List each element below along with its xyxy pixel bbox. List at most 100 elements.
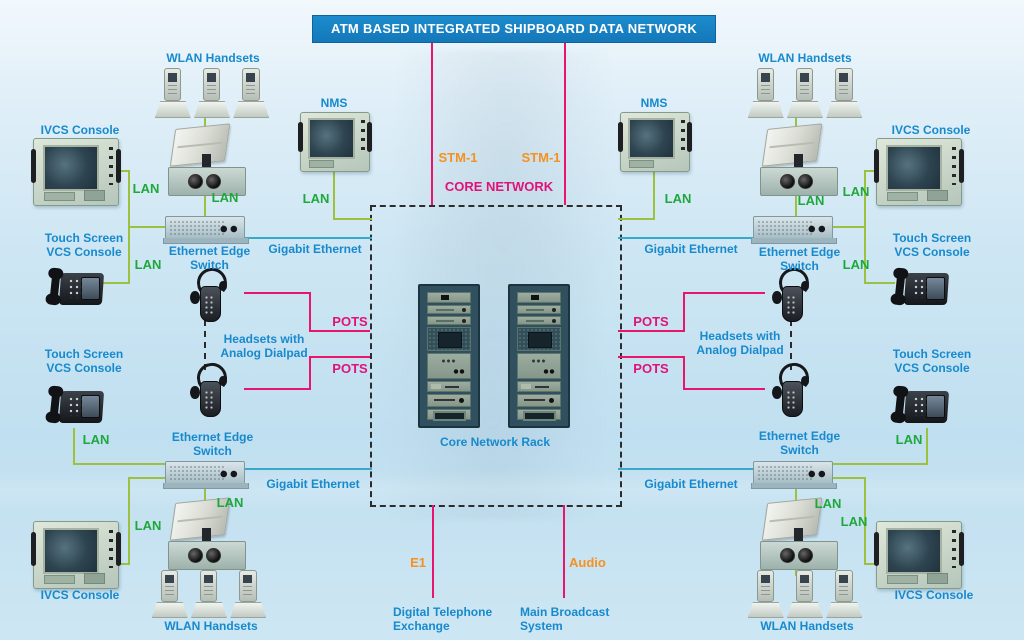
ethernet-edge-switch-label: Ethernet Edge Switch [168,244,251,273]
core-rack-icon [508,284,570,428]
lan-line [795,112,797,128]
lan-line [829,477,866,479]
ivcs-console-icon [874,138,964,206]
lan-label: LAN [211,190,239,205]
lan-line [831,463,928,465]
lan-line [73,463,167,465]
pots-line [618,330,685,332]
pots-line [244,292,311,294]
pots-line [618,356,685,358]
touch-screen-vcs-phone-icon [893,266,949,310]
lan-label: LAN [134,257,162,272]
gigabit-ethernet-label: Gigabit Ethernet [644,477,738,491]
lan-line [864,477,866,565]
wlan-handsets-label: WLAN Handsets [166,51,260,65]
wlan-handsets-icon [155,68,269,118]
headset-dialpad-icon [188,265,230,323]
nms-terminal-icon [298,112,372,172]
touch-screen-vcs-phone-icon [48,266,104,310]
headsets-analog-dialpad-label: Headsets with Analog Dialpad [696,329,784,358]
touch-screen-vcs-console-label: Touch Screen VCS Console [892,347,972,376]
lan-line [128,477,167,479]
core-network-boundary [370,205,622,507]
pots-label: POTS [633,314,669,329]
ethernet-edge-switch-icon [162,461,250,489]
lan-line [73,428,75,465]
lan-line [333,218,372,220]
stm1-label: STM-1 [521,150,561,165]
ethernet-edge-switch-icon [750,461,838,489]
lan-line [795,192,797,218]
ivcs-console-label: IVCS Console [891,123,971,137]
ivcs-console-icon [874,521,964,589]
gigabit-ethernet-line [618,237,755,239]
pots-label: POTS [332,314,368,329]
headset-dialpad-icon [770,265,812,323]
headsets-analog-dialpad-label: Headsets with Analog Dialpad [220,332,308,361]
lan-label: LAN [134,518,162,533]
ethernet-edge-switch-label: Ethernet Edge Switch [171,430,254,459]
stm1-line-right [564,41,566,205]
core-rack-icon [418,284,480,428]
lan-line [204,485,206,502]
wlan-handsets-label: WLAN Handsets [164,619,258,633]
ethernet-edge-switch-icon [750,216,838,244]
lan-label: LAN [132,181,160,196]
lan-line [102,282,130,284]
pots-line [244,388,311,390]
ivcs-console-label: IVCS Console [894,588,974,602]
gigabit-ethernet-label: Gigabit Ethernet [268,242,362,256]
gigabit-ethernet-line [618,468,755,470]
lan-label: LAN [895,432,923,447]
lan-line [864,282,895,284]
lan-label: LAN [797,193,825,208]
lan-label: LAN [664,191,692,206]
pots-label: POTS [633,361,669,376]
main-broadcast-system-label: Main Broadcast System [520,605,610,634]
core-network-label: CORE NETWORK [444,179,554,194]
pots-line [683,356,685,390]
core-network-rack-label: Core Network Rack [439,435,551,449]
lan-label: LAN [842,184,870,199]
gigabit-ethernet-label: Gigabit Ethernet [266,477,360,491]
audio-label: Audio [569,555,606,570]
touch-screen-vcs-phone-icon [893,384,949,428]
lan-line [204,192,206,218]
wlan-handsets-label: WLAN Handsets [758,51,852,65]
e1-label: E1 [410,555,426,570]
pots-line [683,292,685,332]
e1-line [432,505,434,598]
pots-line [309,356,311,390]
headset-dialpad-icon [770,360,812,418]
digital-telephone-exchange-label: Digital Telephone Exchange [393,605,493,634]
wlan-handsets-icon [748,570,862,618]
audio-line [563,505,565,598]
lan-line [114,170,130,172]
diagram-title: ATM BASED INTEGRATED SHIPBOARD DATA NETW… [312,15,716,43]
lan-line [204,112,206,128]
gigabit-ethernet-label: Gigabit Ethernet [644,242,738,256]
touch-screen-vcs-phone-icon [48,384,104,428]
lan-label: LAN [216,495,244,510]
gigabit-ethernet-line [240,237,372,239]
headset-chain-dashed-line [790,320,792,370]
pots-line [683,388,765,390]
lan-line [653,168,655,220]
lan-line [864,563,878,565]
lan-line [926,428,928,465]
gigabit-ethernet-line [240,468,372,470]
wlan-access-point-icon [760,123,838,196]
pots-line [309,330,370,332]
lan-label: LAN [814,496,842,511]
lan-line [128,477,130,565]
stm1-label: STM-1 [438,150,478,165]
ethernet-edge-switch-icon [162,216,250,244]
wlan-access-point-icon [168,497,246,570]
stm1-line-left [431,41,433,205]
ivcs-console-icon [31,138,121,206]
wlan-handsets-icon [152,570,266,618]
nms-label: NMS [320,96,348,110]
lan-line [829,226,866,228]
lan-line [864,170,878,172]
